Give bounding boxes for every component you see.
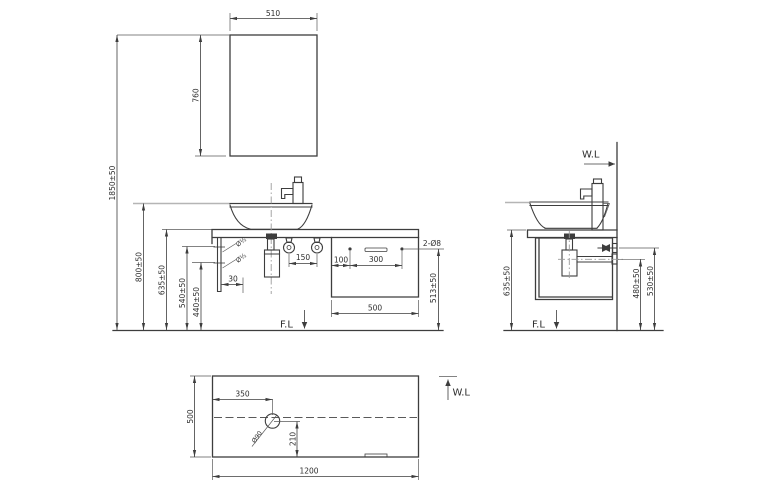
dim-valve-height: 530±50 xyxy=(619,247,659,330)
mounting-holes: 100 300 2-Ø8 xyxy=(331,239,444,269)
dim-label: 100 xyxy=(334,256,349,265)
ext-line xyxy=(349,251,403,269)
floor-level-marker: F.L xyxy=(280,310,308,331)
wall-label: W.L xyxy=(582,150,600,161)
dim-mirror-width: 510 xyxy=(229,9,318,31)
wall-level-marker: W.L xyxy=(582,150,615,167)
mounting-hole-dot xyxy=(348,247,352,251)
dim-drain-outlet-height: 480±50 xyxy=(618,258,645,330)
ext-line xyxy=(331,300,419,317)
dim-label: 635±50 xyxy=(503,266,512,296)
drain-hole-label: Ø90 xyxy=(250,429,264,444)
faucet-spout xyxy=(579,188,593,200)
drawer-handle-plan xyxy=(364,453,388,458)
cabinet-front xyxy=(330,236,420,298)
valve-body xyxy=(602,244,610,252)
plan-view: Ø90 350 210 500 1200 xyxy=(186,375,471,480)
supply-valve-side xyxy=(597,242,618,254)
faucet-cap xyxy=(293,176,303,184)
dim-label: 540±50 xyxy=(178,278,187,308)
dim-overall-height: 1850±50 xyxy=(108,35,119,330)
dim-label: 635±50 xyxy=(158,265,167,295)
cabinet-side xyxy=(534,237,614,301)
dim-label: 500 xyxy=(186,409,195,424)
holes-note-label: 2-Ø8 xyxy=(423,239,441,248)
dim-label: 480±50 xyxy=(632,268,641,298)
dim-pipe-offset: 30 xyxy=(221,275,244,293)
supply-pipe xyxy=(216,236,222,293)
trap-body xyxy=(263,249,281,278)
leader-line xyxy=(222,243,237,253)
mirror-outline xyxy=(229,34,318,157)
ext-line xyxy=(229,13,318,31)
wall-label: W.L xyxy=(453,388,471,399)
faucet-front xyxy=(280,176,304,205)
floor-label: F.L xyxy=(280,320,293,331)
dim-drain-from-front: 210 xyxy=(274,421,300,457)
dim-label: 210 xyxy=(289,432,298,447)
vessel-basin-side xyxy=(529,201,609,229)
faucet-body xyxy=(292,181,304,205)
drain-pipe xyxy=(576,255,613,263)
floor-level-marker: F.L xyxy=(532,310,560,331)
valve-fitting xyxy=(611,242,618,254)
dim-countertop-height: 635±50 xyxy=(158,229,212,330)
faucet-spout xyxy=(280,187,294,200)
wall-level-marker-plan: W.L xyxy=(439,376,471,400)
floor-label: F.L xyxy=(532,320,545,331)
dim-drain-from-left: 350 xyxy=(212,390,273,415)
pipe-label: Ø½ xyxy=(234,251,248,264)
valve-circle-inner xyxy=(286,245,292,250)
dim-label: 350 xyxy=(235,390,250,399)
dim-label: 500 xyxy=(368,304,383,313)
faucet-cap xyxy=(592,178,603,185)
faucet-side xyxy=(579,178,611,231)
drain-collar xyxy=(266,233,277,239)
drain-hole: Ø90 xyxy=(250,413,281,447)
valve-circle xyxy=(282,241,296,254)
dim-basin-rim-height: 800±50 xyxy=(135,203,146,330)
dim-countertop-height-side: 635±50 xyxy=(503,229,526,330)
valve-circle xyxy=(310,241,324,254)
countertop-plan xyxy=(211,375,420,458)
bottle-trap-side xyxy=(558,231,624,278)
dim-mirror-height: 760 xyxy=(192,35,226,157)
dim-drain-height: 440±50 xyxy=(192,262,215,330)
dim-label: 760 xyxy=(192,88,201,103)
dim-label: 1200 xyxy=(299,467,318,476)
ext-line xyxy=(190,375,211,458)
dim-cabinet-length: 1200 xyxy=(212,459,419,480)
bottle-trap-front xyxy=(263,233,281,278)
angle-valves-front xyxy=(282,237,324,254)
dim-label: 800±50 xyxy=(135,252,144,282)
dim-hole-height: 513±50 xyxy=(429,249,441,330)
ext-line xyxy=(288,254,318,267)
dim-cabinet-depth: 500 xyxy=(186,375,211,458)
leader-line xyxy=(251,415,277,447)
dim-label: 440±50 xyxy=(192,287,201,317)
valve-circle-inner xyxy=(314,245,320,250)
dim-label: 510 xyxy=(266,9,281,18)
popup-rod xyxy=(603,203,611,218)
dim-label: 300 xyxy=(369,255,384,264)
mounting-hole-dot xyxy=(400,247,404,251)
leader-line xyxy=(222,259,237,269)
dim-supply-height: 540±50 xyxy=(178,246,215,330)
dim-label: 150 xyxy=(296,253,311,262)
dim-label: 530±50 xyxy=(646,266,655,296)
dim-cabinet-width: 500 xyxy=(331,300,419,317)
dim-label: 30 xyxy=(228,275,238,284)
drawer-handle-slot xyxy=(364,247,388,252)
side-section-view: W.L xyxy=(503,141,664,332)
dim-label: 513±50 xyxy=(429,273,438,303)
dim-label: 1850±50 xyxy=(108,165,117,200)
front-elevation-view: 510 760 1850±50 800±50 635±50 xyxy=(108,9,444,332)
dim-valve-spacing: 150 xyxy=(288,253,318,267)
